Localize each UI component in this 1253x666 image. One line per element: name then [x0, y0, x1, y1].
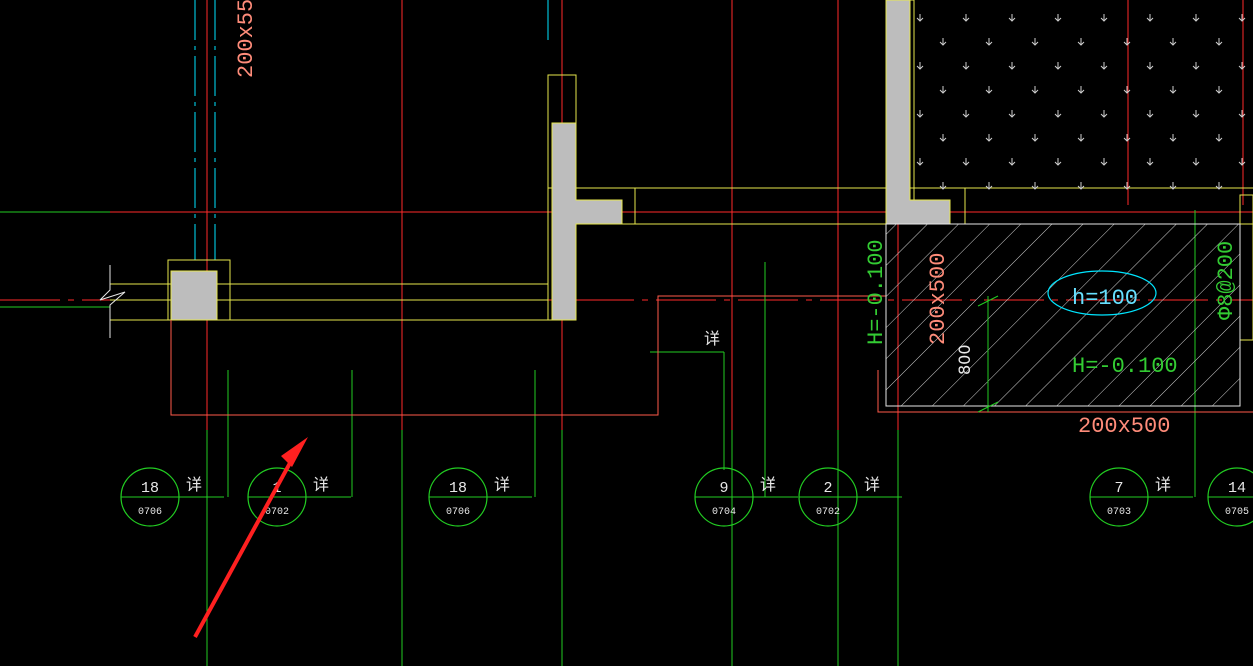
callout-detail-label: 详: [313, 475, 329, 494]
callout-sheet: 0706: [138, 507, 162, 518]
callout-sheet: 0706: [446, 507, 470, 518]
callout-sheet: 0703: [1107, 507, 1131, 518]
detail-callout: 2 0702 详: [798, 467, 902, 527]
callout-sheet: 0702: [265, 507, 289, 518]
detail-callout: 18 0706 详: [428, 467, 532, 527]
dim-beam-vertical: 200x500: [926, 253, 951, 345]
dimension-800: [977, 295, 999, 413]
callout-number: 9: [719, 480, 728, 497]
detail-callout: 10702详: [247, 467, 351, 527]
label-rebar: Φ8@200: [1214, 241, 1239, 320]
slab-ellipse: [1047, 270, 1157, 316]
callout-number: 18: [449, 480, 467, 497]
callout-detail-label: 详: [864, 475, 880, 494]
columns: [170, 0, 951, 321]
callout-detail-label: 详: [760, 475, 776, 494]
callout-number: 2: [823, 480, 832, 497]
label-slab-h: h=100: [1072, 286, 1138, 311]
callout-sheet: 0705: [1225, 507, 1249, 518]
dim-column-top: 200x550: [234, 0, 259, 78]
callout-detail-label: 详: [186, 475, 202, 494]
callout-sheet: 0702: [816, 507, 840, 518]
green-gridlines: [0, 210, 1196, 666]
label-elev-slab: H=-0.100: [1072, 354, 1178, 379]
dotted-fill: [916, 14, 1246, 190]
detail-callout: 9 0704 详: [694, 467, 798, 527]
callout-number: 7: [1114, 480, 1123, 497]
cyan-lines: [194, 0, 549, 260]
callout-detail-label: 详: [494, 475, 510, 494]
callout-detail-label: 详: [1155, 475, 1171, 494]
callout-sheet: 0704: [712, 507, 736, 518]
detail-callout: 18 0706 详: [120, 467, 224, 527]
dim-depth: 800: [955, 344, 974, 375]
foundation-outline: [170, 295, 1253, 416]
callout-number: 18: [141, 480, 159, 497]
dim-beam-bottom: 200x500: [1078, 414, 1170, 439]
detail-label-upper: 详: [704, 329, 720, 348]
red-arrow-icon: [193, 437, 308, 638]
callout-number: 14: [1228, 480, 1246, 497]
label-elev-rotated: H=-0.100: [864, 239, 889, 345]
detail-callout: 7 0703 详: [1089, 467, 1193, 527]
break-line: [99, 265, 126, 338]
hatched-slab: [886, 224, 1240, 406]
detail-callouts: 180706详10702详180706详90704详20702详70703详14…: [120, 467, 1253, 527]
